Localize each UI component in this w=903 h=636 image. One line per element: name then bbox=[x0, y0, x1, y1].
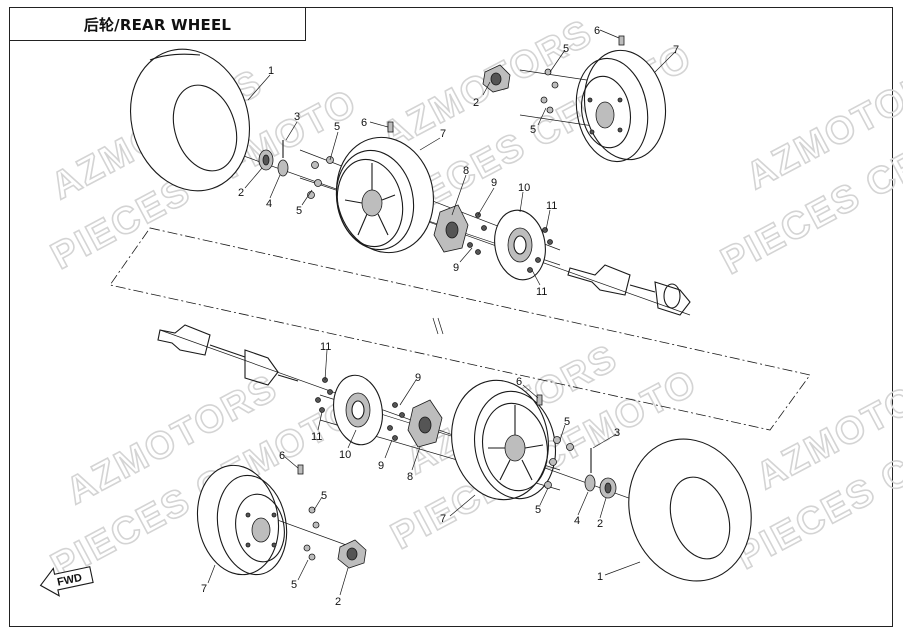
brake-disc-upper bbox=[494, 209, 546, 281]
leader-lines bbox=[207, 29, 676, 596]
callout-screws-b: 11 bbox=[536, 286, 547, 298]
callout-cap-b: 2 bbox=[473, 97, 479, 109]
rim-upper bbox=[335, 136, 435, 254]
callout-cap-a: 2 bbox=[238, 187, 244, 199]
callout-nuts-a: 5 bbox=[334, 121, 340, 133]
bolts-lower bbox=[315, 377, 405, 441]
callout-bolts-d: 9 bbox=[378, 460, 384, 472]
drive-shaft-lower bbox=[157, 324, 299, 386]
callout-nut-lower: 4 bbox=[574, 515, 580, 527]
valve-lower bbox=[297, 394, 543, 475]
brake-disc-lower bbox=[333, 374, 383, 446]
callout-bolts-a: 9 bbox=[491, 177, 497, 189]
callout-bolts-b: 9 bbox=[453, 262, 459, 274]
hub-cap-upper bbox=[258, 149, 274, 171]
callout-screws-c: 11 bbox=[320, 341, 331, 353]
axle-nut-lower bbox=[584, 448, 596, 492]
callout-rim-a: 7 bbox=[440, 128, 446, 140]
rim-lower bbox=[451, 379, 557, 501]
callout-nuts-h: 5 bbox=[291, 579, 297, 591]
callout-pin-upper: 3 bbox=[294, 111, 300, 123]
callout-screws-a: 11 bbox=[546, 200, 557, 212]
wheel-cap-upper-middle bbox=[482, 64, 511, 93]
callout-bolts-c: 9 bbox=[415, 372, 421, 384]
callout-nut-upper: 4 bbox=[266, 198, 272, 210]
callout-cap-c: 2 bbox=[597, 518, 603, 530]
assembly-boundary bbox=[109, 227, 811, 431]
callout-pin-lower: 3 bbox=[614, 427, 620, 439]
callout-nuts-g: 5 bbox=[321, 490, 327, 502]
lug-nuts-lower bbox=[303, 436, 574, 561]
tire-lower bbox=[628, 438, 752, 582]
callout-nuts-d: 5 bbox=[530, 124, 536, 136]
wheel-cap-lower-middle bbox=[337, 539, 367, 569]
forward-arrow: FWD bbox=[39, 566, 94, 597]
break-mark bbox=[432, 317, 444, 335]
drive-shaft-upper bbox=[567, 264, 691, 316]
callout-numbers: 1 2 3 4 5 5 6 7 8 9 9 10 11 11 2 6 5 5 7… bbox=[201, 25, 679, 608]
callout-nuts-c: 5 bbox=[563, 43, 569, 55]
bolts-upper bbox=[467, 212, 553, 273]
callout-disc-upper: 10 bbox=[518, 182, 530, 194]
rim-lower-left bbox=[196, 464, 288, 576]
callout-tire-lower: 1 bbox=[597, 571, 603, 583]
title-box: 后轮/REAR WHEEL bbox=[9, 7, 306, 41]
callout-valve-b: 6 bbox=[594, 25, 600, 37]
callout-cap-d: 2 bbox=[335, 596, 341, 608]
hub-cap-lower bbox=[599, 477, 617, 499]
fwd-label: FWD bbox=[56, 572, 83, 589]
rim-upper-right bbox=[575, 49, 667, 163]
hub-lower bbox=[407, 399, 443, 448]
callout-tire-upper: 1 bbox=[268, 65, 274, 77]
callout-nuts-b: 5 bbox=[296, 205, 302, 217]
hub-upper bbox=[433, 204, 469, 253]
callout-valve-d: 6 bbox=[279, 450, 285, 462]
callout-valve-a: 6 bbox=[361, 117, 367, 129]
callout-hub-upper: 8 bbox=[463, 165, 469, 177]
callout-rim-d: 7 bbox=[201, 583, 207, 595]
diagram-frame bbox=[9, 7, 893, 627]
callout-rim-b: 7 bbox=[673, 44, 679, 56]
callout-nuts-f: 5 bbox=[535, 504, 541, 516]
callout-disc-lower: 10 bbox=[339, 449, 351, 461]
page-title: 后轮/REAR WHEEL bbox=[83, 15, 232, 34]
callout-valve-c: 6 bbox=[516, 376, 522, 388]
lug-nuts-upper bbox=[307, 68, 559, 199]
callout-rim-c: 7 bbox=[440, 513, 446, 525]
tire-upper bbox=[129, 48, 251, 192]
axle-nut-upper bbox=[277, 140, 289, 177]
callout-nuts-e: 5 bbox=[564, 416, 570, 428]
callout-hub-lower: 8 bbox=[407, 471, 413, 483]
callout-screws-d: 11 bbox=[311, 431, 322, 443]
